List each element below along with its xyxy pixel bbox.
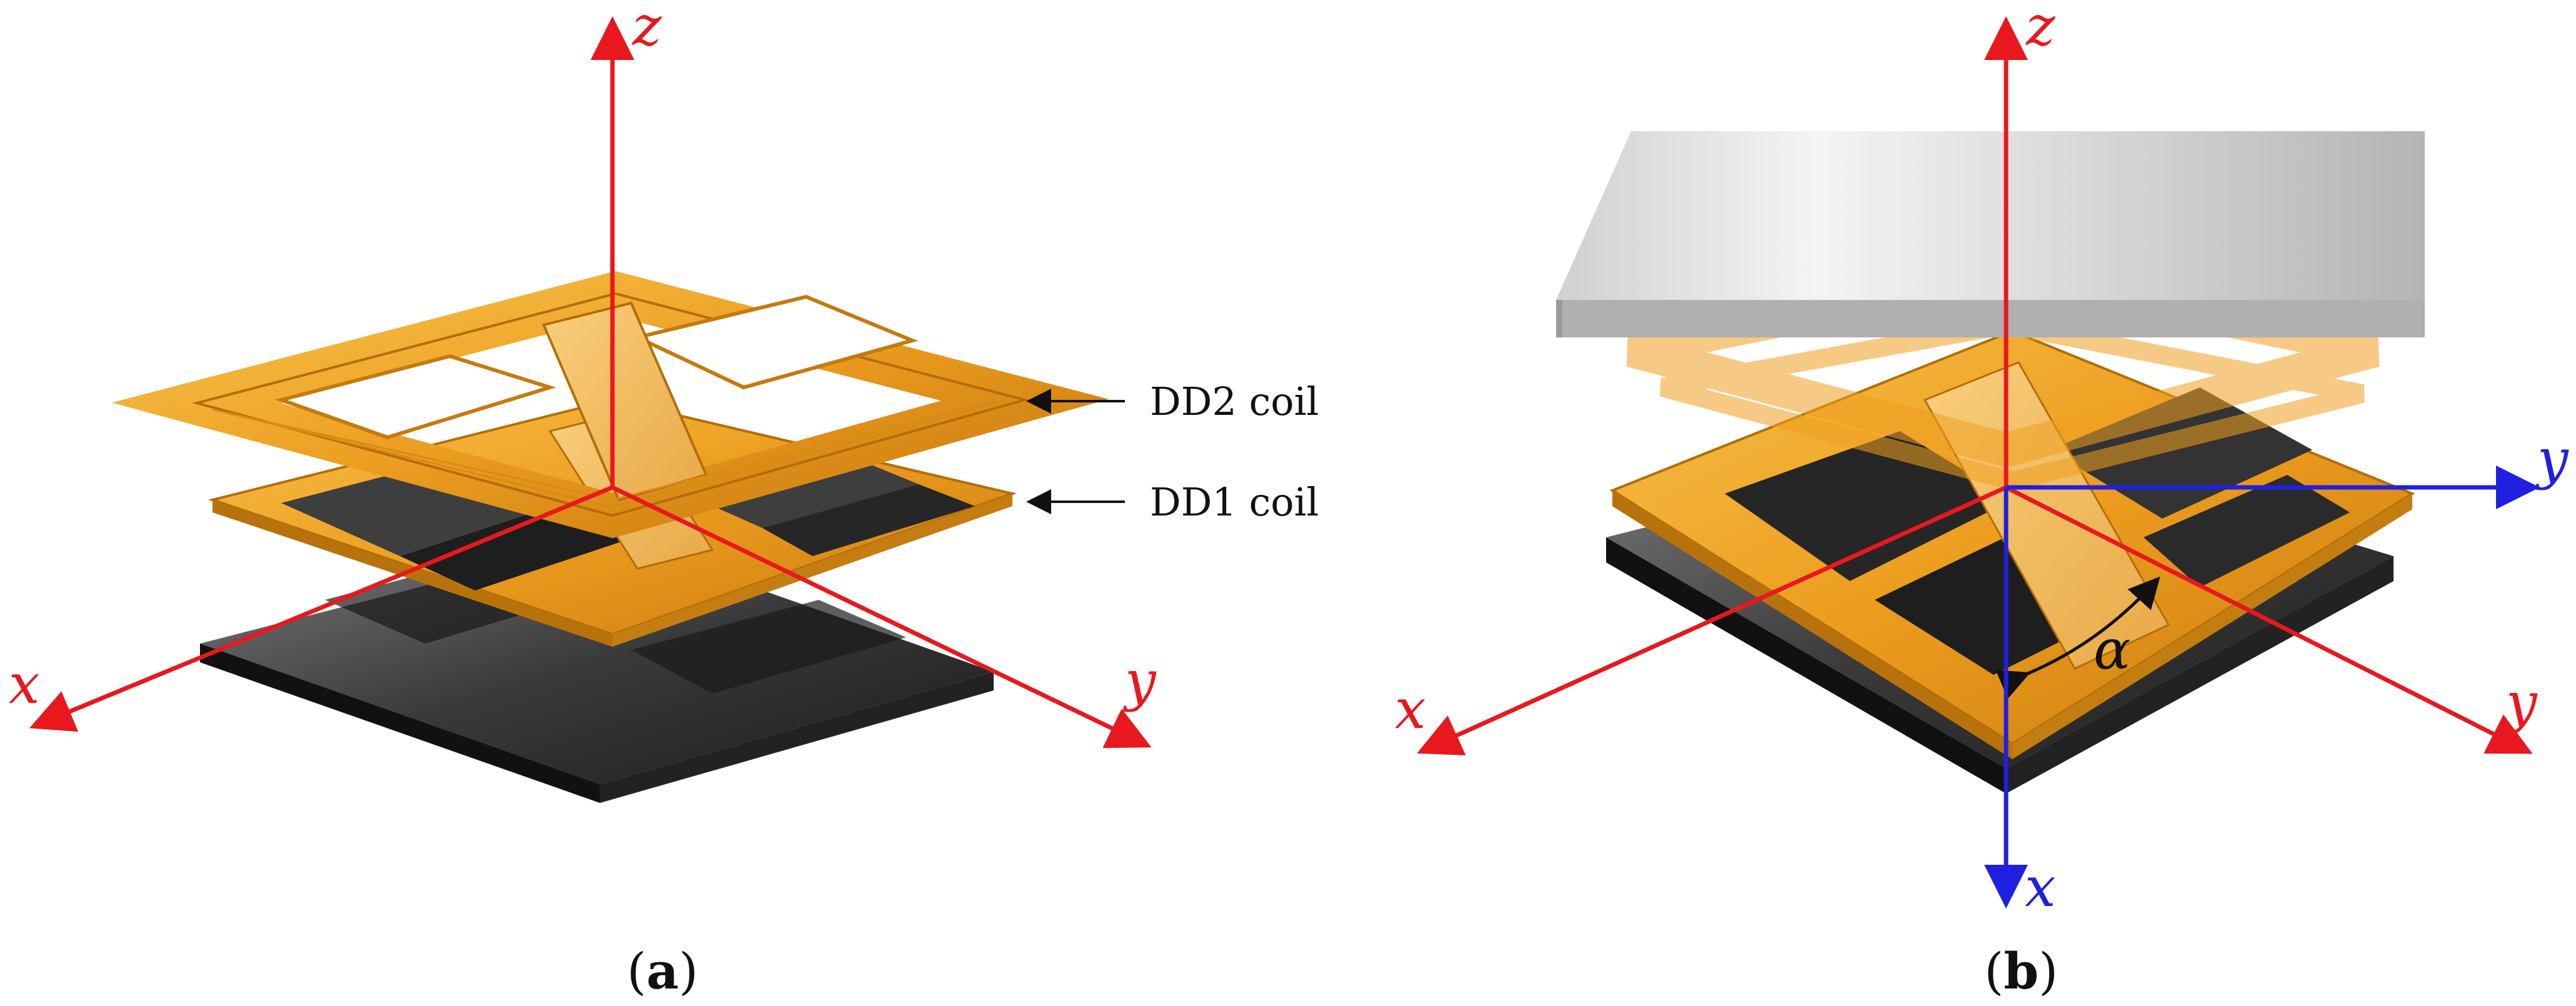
aluminum-shield [1556,131,2425,337]
axes-a: z x y [9,0,1157,749]
y-label-b: y [2504,670,2538,735]
x-label-b: x [1395,677,1426,741]
axes-b: z x y y x [1395,0,2569,919]
caption-b-open: ( [1984,942,2004,1000]
z-label-b: z [2025,0,2055,58]
caption-a-open: ( [627,942,646,1000]
x-label-a: x [9,652,40,716]
y-prime-label-b: y [2535,427,2569,491]
alpha-label: α [2094,617,2130,682]
y-axis-b [2005,485,2533,754]
panel-a: z x y DD2 coil DD1 coil (a) [9,0,1319,1000]
angle-alpha: α [1995,576,2160,699]
coil-annotations: DD2 coil DD1 coil [1026,379,1319,525]
lower-coil-b [1609,329,2415,759]
alpha-arc [1995,576,2160,699]
dd1-label: DD1 coil [1150,479,1319,525]
caption-b: (b) [1984,942,2058,1000]
y-label-a: y [1122,649,1157,713]
z-label-a: z [632,0,662,58]
caption-a-letter: a [646,942,679,1000]
caption-a-close: ) [679,942,698,1000]
x-axis-a [29,485,614,732]
y-axis-a [611,485,1152,749]
x-axis-b [1417,485,2007,755]
caption-a: (a) [627,942,698,1000]
caption-b-close: ) [2039,942,2058,1000]
panel-b: α z x y y x (b) [1395,0,2569,1000]
dd2-coil [111,271,1109,539]
caption-b-letter: b [2004,942,2039,1000]
x-prime-label-b: x [2025,855,2056,919]
dd2-label: DD2 coil [1150,379,1319,424]
